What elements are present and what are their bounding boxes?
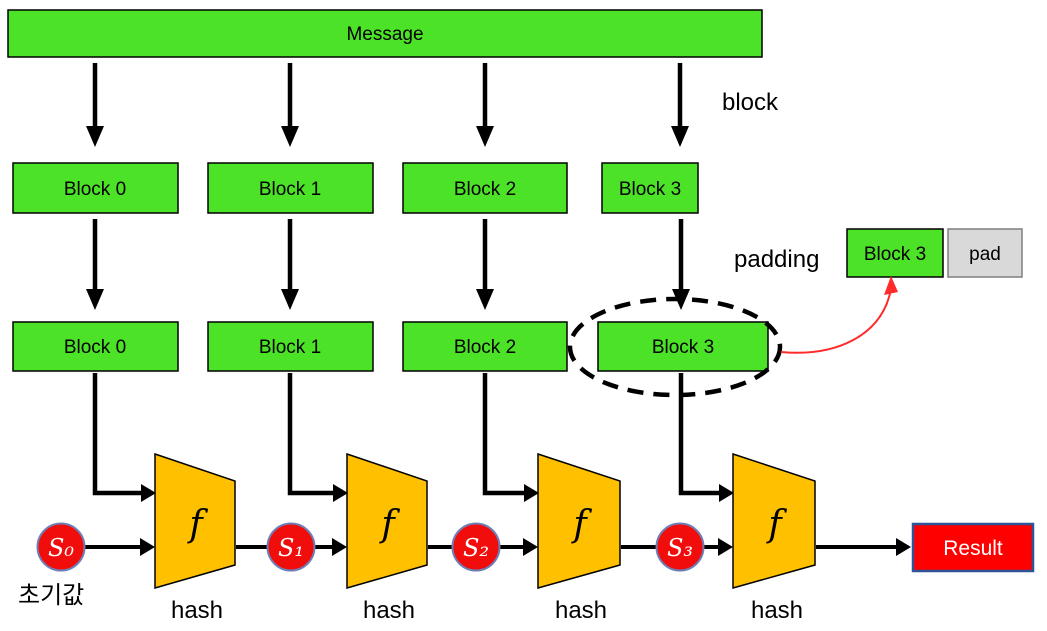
hash-caption-2: hash bbox=[363, 597, 415, 624]
result-label: Result bbox=[943, 537, 1003, 560]
state-circle-s1 bbox=[266, 522, 316, 572]
state-chain-arrowheads bbox=[140, 538, 911, 556]
padding-step-arrowheads bbox=[86, 289, 690, 310]
state-circle-s3 bbox=[655, 522, 705, 572]
row2-block-3 bbox=[597, 321, 769, 372]
hash-caption-1: hash bbox=[171, 597, 223, 624]
hash-function-4 bbox=[732, 452, 816, 589]
row2-block-1 bbox=[207, 321, 374, 372]
message-bar bbox=[7, 9, 763, 58]
row1-block-3 bbox=[601, 162, 699, 214]
hash-caption-3: hash bbox=[555, 597, 607, 624]
elbow-line bbox=[678, 373, 720, 496]
block-row-1 bbox=[12, 162, 699, 214]
row2-block-1-label: Block 1 bbox=[259, 337, 321, 358]
row2-block-2-label: Block 2 bbox=[454, 337, 516, 358]
arrowhead-down bbox=[86, 289, 104, 310]
arrowhead-right bbox=[140, 538, 155, 556]
arrowhead-down bbox=[86, 126, 104, 147]
arrowhead-right bbox=[719, 484, 734, 502]
message-split-arrows bbox=[92, 63, 683, 128]
inset-pad-box bbox=[947, 228, 1023, 278]
block-row-2 bbox=[12, 321, 769, 372]
row1-block-1-label: Block 1 bbox=[259, 179, 321, 200]
arrowhead-down bbox=[671, 126, 689, 147]
hash-function-3 bbox=[537, 452, 621, 589]
inset-pad-label: pad bbox=[969, 244, 1001, 265]
arrowhead-down bbox=[281, 289, 299, 310]
padded-block-highlight-ellipse bbox=[567, 296, 783, 398]
arrowhead-down bbox=[476, 126, 494, 147]
arrowhead-right bbox=[333, 484, 348, 502]
padding-reference-arrowhead bbox=[884, 276, 898, 295]
state-circles bbox=[36, 522, 705, 572]
state-circle-s2 bbox=[451, 522, 501, 572]
elbow-line bbox=[287, 373, 334, 496]
arrowhead-right bbox=[718, 538, 733, 556]
row1-block-3-label: Block 3 bbox=[619, 179, 681, 200]
row2-block-2 bbox=[402, 321, 568, 372]
row1-block-0-label: Block 0 bbox=[64, 179, 126, 200]
elbow-line bbox=[482, 373, 525, 496]
message-label: Message bbox=[346, 24, 423, 45]
inset-block3-label: Block 3 bbox=[864, 244, 926, 265]
arrowhead-right bbox=[141, 484, 156, 502]
arrowhead-down bbox=[476, 289, 494, 310]
arrowhead-right bbox=[524, 484, 539, 502]
result-box bbox=[911, 522, 1035, 573]
row1-block-2 bbox=[402, 162, 568, 214]
state-label-s1: S₁ bbox=[278, 534, 304, 562]
arrowhead-down bbox=[281, 126, 299, 147]
padding-reference-arrow bbox=[780, 288, 892, 354]
block-input-elbows bbox=[92, 373, 720, 496]
arrowhead-right bbox=[523, 538, 538, 556]
row2-block-0-label: Block 0 bbox=[64, 337, 126, 358]
hash-function-trapezoids bbox=[154, 452, 816, 589]
hash-function-2 bbox=[346, 452, 428, 589]
row2-block-0 bbox=[12, 321, 179, 372]
state-circle-s0 bbox=[36, 522, 86, 572]
elbow-line bbox=[92, 373, 142, 496]
state-label-s2: S₂ bbox=[463, 534, 489, 562]
row1-block-2-label: Block 2 bbox=[454, 179, 516, 200]
state-label-s3: S₃ bbox=[667, 534, 693, 562]
hash-function-1 bbox=[154, 452, 236, 589]
hash-caption-4: hash bbox=[751, 597, 803, 624]
row1-block-0 bbox=[12, 162, 179, 214]
message-split-arrowheads bbox=[86, 126, 689, 147]
state-label-s0: S₀ bbox=[48, 534, 74, 562]
padding-annotation: padding bbox=[734, 246, 819, 273]
inset-block3-box bbox=[846, 228, 944, 278]
padding-step-arrows bbox=[92, 219, 684, 291]
arrowhead-right bbox=[896, 538, 911, 556]
initial-value-annotation: 초기값 bbox=[18, 582, 84, 609]
row2-block-3-label: Block 3 bbox=[652, 337, 714, 358]
row1-block-1 bbox=[207, 162, 374, 214]
arrowhead-right bbox=[332, 538, 347, 556]
block-annotation: block bbox=[722, 89, 779, 116]
block-input-arrowheads bbox=[141, 484, 734, 502]
